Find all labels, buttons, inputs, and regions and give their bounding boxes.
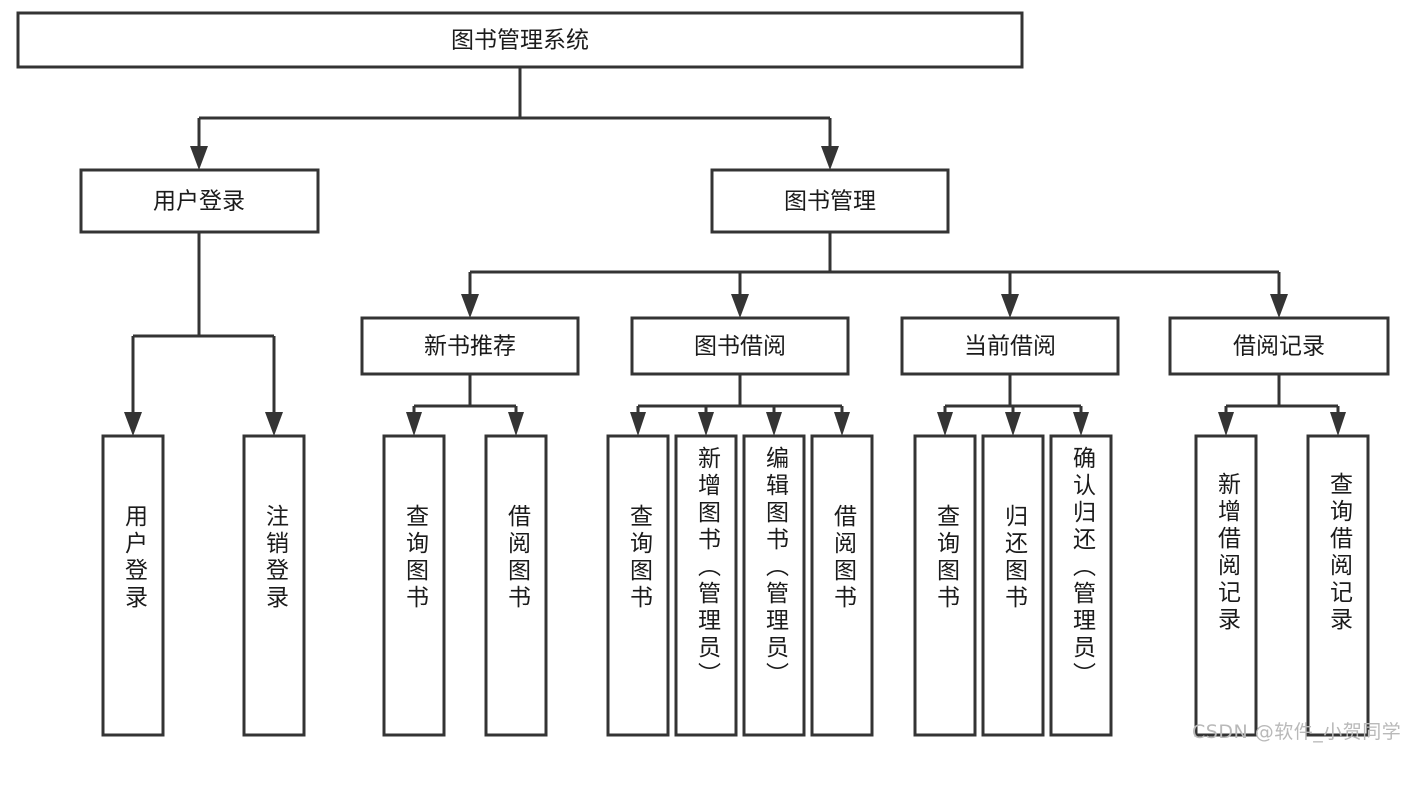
arrow-head-leaf-user-login — [124, 412, 142, 436]
node-current-borrow[interactable]: 当前借阅 — [900, 316, 1120, 376]
arrow-head-user-login — [190, 146, 208, 170]
node-book-borrow-box[interactable] — [630, 316, 850, 376]
leaf-box-query-book-rec[interactable] — [382, 434, 446, 737]
arrow-head-leaf-query-book-borrow — [630, 412, 646, 436]
arrow-head-book-management — [821, 146, 839, 170]
leaf-box-query-borrow-record[interactable] — [1306, 434, 1370, 737]
node-new-book-recommend-label: 新书推荐 — [424, 334, 516, 360]
node-borrow-record[interactable]: 借阅记录 — [1168, 316, 1390, 376]
node-book-borrow-label: 图书借阅 — [694, 334, 786, 360]
leaf-box-user-logout[interactable] — [242, 434, 306, 737]
node-book-management-box[interactable] — [710, 168, 950, 234]
node-borrow-record-box[interactable] — [1168, 316, 1390, 376]
leaf-box-add-book-admin[interactable] — [674, 434, 738, 737]
connector-layer — [124, 67, 1346, 436]
node-root[interactable]: 图书管理系统 — [16, 11, 1024, 69]
org-chart-diagram: 图书管理系统 用户登录 图书管理 新书推荐 图书借阅 当前借阅 借阅记录 — [16, 11, 1402, 743]
node-new-book-recommend-box[interactable] — [360, 316, 580, 376]
node-book-management[interactable]: 图书管理 — [710, 168, 950, 234]
arrow-head-current-borrow — [1001, 294, 1019, 318]
node-root-label: 图书管理系统 — [451, 28, 589, 54]
arrow-head-new-book-recommend — [461, 294, 479, 318]
node-user-login-box[interactable] — [79, 168, 320, 234]
arrow-head-borrow-record — [1270, 294, 1288, 318]
arrow-head-leaf-query-book-rec — [406, 412, 422, 436]
leaf-box-borrow-book[interactable] — [810, 434, 874, 737]
leaf-box-query-book-borrow[interactable] — [606, 434, 670, 737]
node-current-borrow-box[interactable] — [900, 316, 1120, 376]
node-user-login[interactable]: 用户登录 — [79, 168, 320, 234]
node-book-management-label: 图书管理 — [784, 189, 876, 215]
leaf-box-add-borrow-record[interactable] — [1194, 434, 1258, 737]
arrow-head-leaf-return-book — [1005, 412, 1021, 436]
node-book-borrow[interactable]: 图书借阅 — [630, 316, 850, 376]
arrow-head-leaf-confirm-return-admin — [1073, 412, 1089, 436]
node-root-box[interactable] — [16, 11, 1024, 69]
arrow-head-leaf-add-borrow-record — [1218, 412, 1234, 436]
arrow-head-book-borrow — [731, 294, 749, 318]
leaf-box-borrow-book-rec[interactable] — [484, 434, 548, 737]
arrow-head-leaf-query-borrow-record — [1330, 412, 1346, 436]
leaf-box-return-book[interactable] — [981, 434, 1045, 737]
leaf-box-confirm-return-admin[interactable] — [1049, 434, 1113, 737]
leaf-box-edit-book-admin[interactable] — [742, 434, 806, 737]
arrow-head-leaf-edit-book-admin — [766, 412, 782, 436]
leaf-box-layer — [101, 434, 1370, 737]
node-current-borrow-label: 当前借阅 — [964, 334, 1056, 360]
node-new-book-recommend[interactable]: 新书推荐 — [360, 316, 580, 376]
diagram-canvas: 图书管理系统 用户登录 图书管理 新书推荐 图书借阅 当前借阅 借阅记录 — [16, 11, 1390, 737]
leaf-box-query-book-current[interactable] — [913, 434, 977, 737]
node-user-login-label: 用户登录 — [153, 189, 245, 215]
arrow-head-leaf-user-logout — [265, 412, 283, 436]
arrow-head-leaf-add-book-admin — [698, 412, 714, 436]
arrow-head-leaf-query-book-current — [937, 412, 953, 436]
arrow-head-leaf-borrow-book-rec — [508, 412, 524, 436]
leaf-box-user-login[interactable] — [101, 434, 165, 737]
csdn-watermark: CSDN @软件_小贺同学 — [1192, 721, 1402, 743]
arrow-head-leaf-borrow-book — [834, 412, 850, 436]
node-borrow-record-label: 借阅记录 — [1233, 334, 1325, 360]
